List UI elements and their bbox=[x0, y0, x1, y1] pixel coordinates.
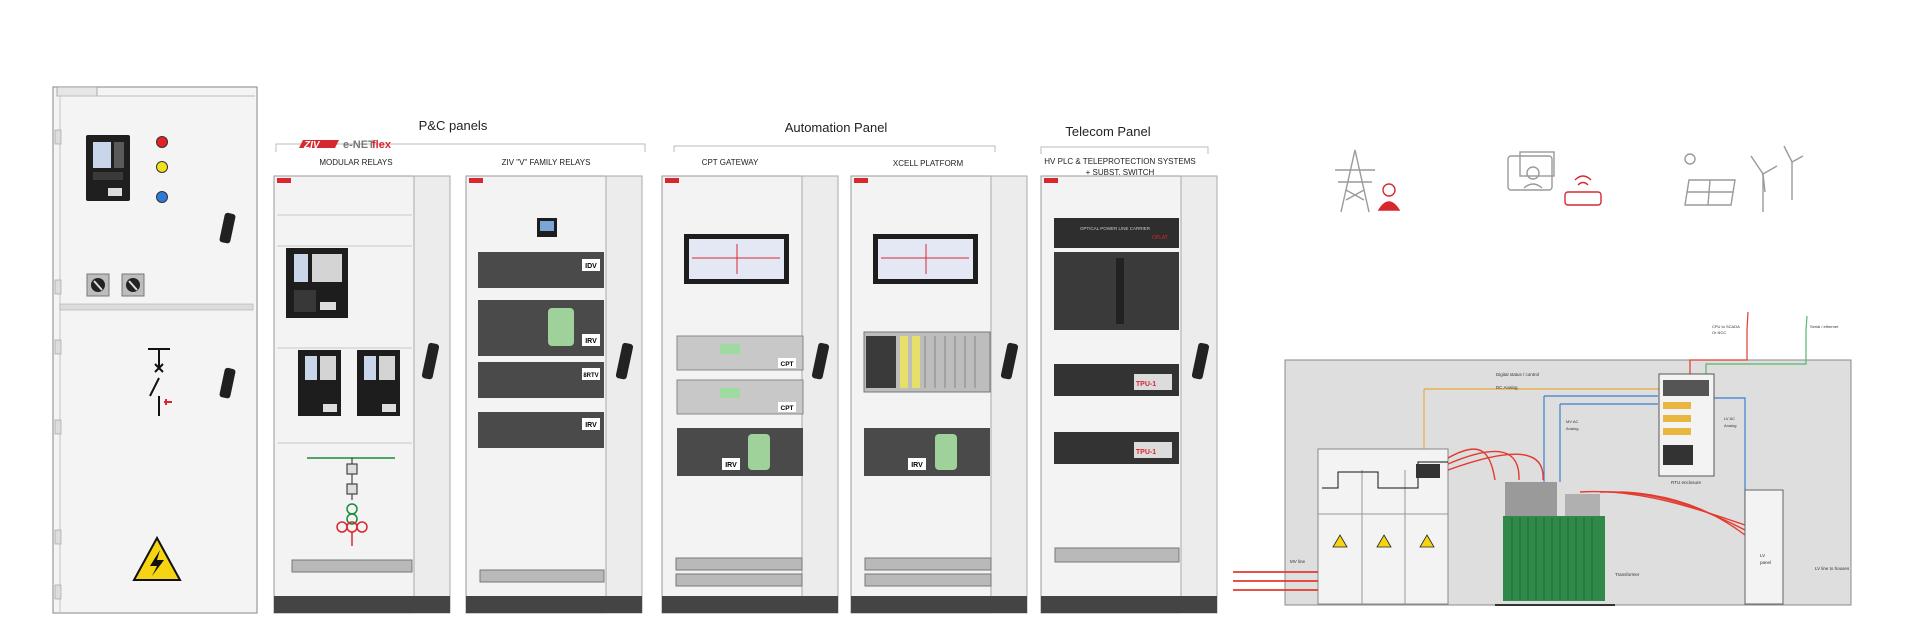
svg-text:Or NCC: Or NCC bbox=[1712, 330, 1726, 335]
svg-text:IRV: IRV bbox=[911, 462, 923, 469]
rack-device-irv-cpt: IRV bbox=[677, 428, 803, 476]
heading-brackets bbox=[275, 143, 1209, 154]
svg-text:TPU-1: TPU-1 bbox=[1136, 449, 1156, 456]
svg-text:IDV: IDV bbox=[585, 263, 597, 270]
svg-text:MV line: MV line bbox=[1290, 559, 1306, 564]
pc-panels-heading: P&C panels bbox=[419, 118, 488, 133]
svg-text:CPT: CPT bbox=[781, 361, 794, 368]
svg-text:LV line to houses: LV line to houses bbox=[1815, 566, 1850, 571]
svg-text:8RTV: 8RTV bbox=[583, 373, 598, 379]
lv-panel: LV panel bbox=[1744, 489, 1784, 605]
svg-text:CPT: CPT bbox=[781, 405, 794, 412]
high-voltage-warning-icon bbox=[132, 535, 182, 581]
breaker-symbol-icon bbox=[148, 348, 172, 416]
panel-label-modular: MODULAR RELAYS bbox=[319, 158, 392, 167]
svg-text:RTU enclosure: RTU enclosure bbox=[1671, 480, 1701, 485]
remote-monitor-icon bbox=[1507, 151, 1602, 206]
substation-schematic: Digital status / control DC Analog MV AC… bbox=[1233, 311, 1852, 606]
rack-device-cpt-1: CPT bbox=[676, 335, 804, 371]
rack-device-idv: IDV bbox=[478, 252, 604, 288]
svg-text:panel: panel bbox=[1760, 560, 1771, 565]
door-handle-icon[interactable] bbox=[219, 367, 236, 399]
yellow-lamp-icon bbox=[156, 161, 168, 173]
svg-text:ZIV: ZIV bbox=[303, 140, 321, 151]
svg-text:IRV: IRV bbox=[585, 422, 597, 429]
svg-text:CPU to SCADA: CPU to SCADA bbox=[1712, 324, 1740, 329]
blue-lamp-icon bbox=[156, 191, 168, 203]
rack-device-irv: IRV bbox=[478, 300, 604, 356]
panel-y-family: IDV IRV 8RTV IRV bbox=[465, 175, 643, 614]
panel-label-yfamily: ZIV "V" FAMILY RELAYS bbox=[502, 158, 591, 167]
automation-panel-heading: Automation Panel bbox=[785, 120, 888, 135]
rack-device-cpt-2: CPT bbox=[676, 379, 804, 415]
door-handle-icon[interactable] bbox=[219, 212, 236, 244]
svg-text:TPU-1: TPU-1 bbox=[1136, 381, 1156, 388]
panel-modular-relays bbox=[273, 175, 451, 614]
panel-label-telecom: HV PLC & TELEPROTECTION SYSTEMS bbox=[1044, 157, 1195, 166]
rack-device-irv2: IRV bbox=[478, 412, 604, 448]
panel-telecom: OPTICAL POWER LINE CARRIER OPLAT TPU-1 T… bbox=[1040, 175, 1218, 614]
svg-text:Serial / ethernet: Serial / ethernet bbox=[1810, 324, 1839, 329]
switchgear-cabinet bbox=[52, 86, 258, 614]
selector-switch[interactable] bbox=[86, 273, 110, 297]
telecom-panel-heading: Telecom Panel bbox=[1065, 124, 1150, 139]
panel-label-telecom-2: + SUBST. SWITCH bbox=[1086, 168, 1155, 177]
panel-label-cpt: CPT GATEWAY bbox=[702, 158, 759, 167]
svg-text:Digital status / control: Digital status / control bbox=[1496, 372, 1539, 377]
svg-text:LV: LV bbox=[1760, 553, 1765, 558]
svg-text:Transformer: Transformer bbox=[1615, 572, 1640, 577]
rack-device-irv-xcell: IRV bbox=[864, 428, 990, 476]
ziv-logo: ZIV e-NET flex bbox=[299, 139, 392, 151]
red-lamp-icon bbox=[156, 136, 168, 148]
renewables-icon bbox=[1684, 145, 1804, 212]
svg-text:IRV: IRV bbox=[725, 462, 737, 469]
svg-text:Analog: Analog bbox=[1724, 423, 1736, 428]
svg-text:IRV: IRV bbox=[585, 338, 597, 345]
svg-text:OPTICAL POWER LINE CARRIER: OPTICAL POWER LINE CARRIER bbox=[1080, 226, 1151, 231]
svg-text:OPLAT: OPLAT bbox=[1152, 235, 1168, 241]
svg-text:LV AC: LV AC bbox=[1724, 416, 1735, 421]
svg-text:e-NET: e-NET bbox=[343, 139, 375, 151]
rack-device-8rtv: 8RTV bbox=[478, 362, 604, 398]
svg-text:flex: flex bbox=[372, 139, 392, 151]
svg-text:MV AC: MV AC bbox=[1566, 419, 1579, 424]
panel-label-xcell: XCELL PLATFORM bbox=[893, 159, 964, 168]
panel-cpt-gateway: CPT CPT IRV bbox=[661, 175, 839, 614]
svg-text:DC Analog: DC Analog bbox=[1496, 385, 1518, 390]
relay-device bbox=[86, 135, 130, 201]
rtu-enclosure bbox=[1658, 373, 1715, 477]
transformer bbox=[1495, 482, 1615, 606]
selector-switch[interactable] bbox=[121, 273, 145, 297]
tower-worker-icon bbox=[1335, 149, 1401, 213]
svg-text:Analog: Analog bbox=[1566, 426, 1578, 431]
panel-xcell: IRV bbox=[850, 175, 1028, 614]
